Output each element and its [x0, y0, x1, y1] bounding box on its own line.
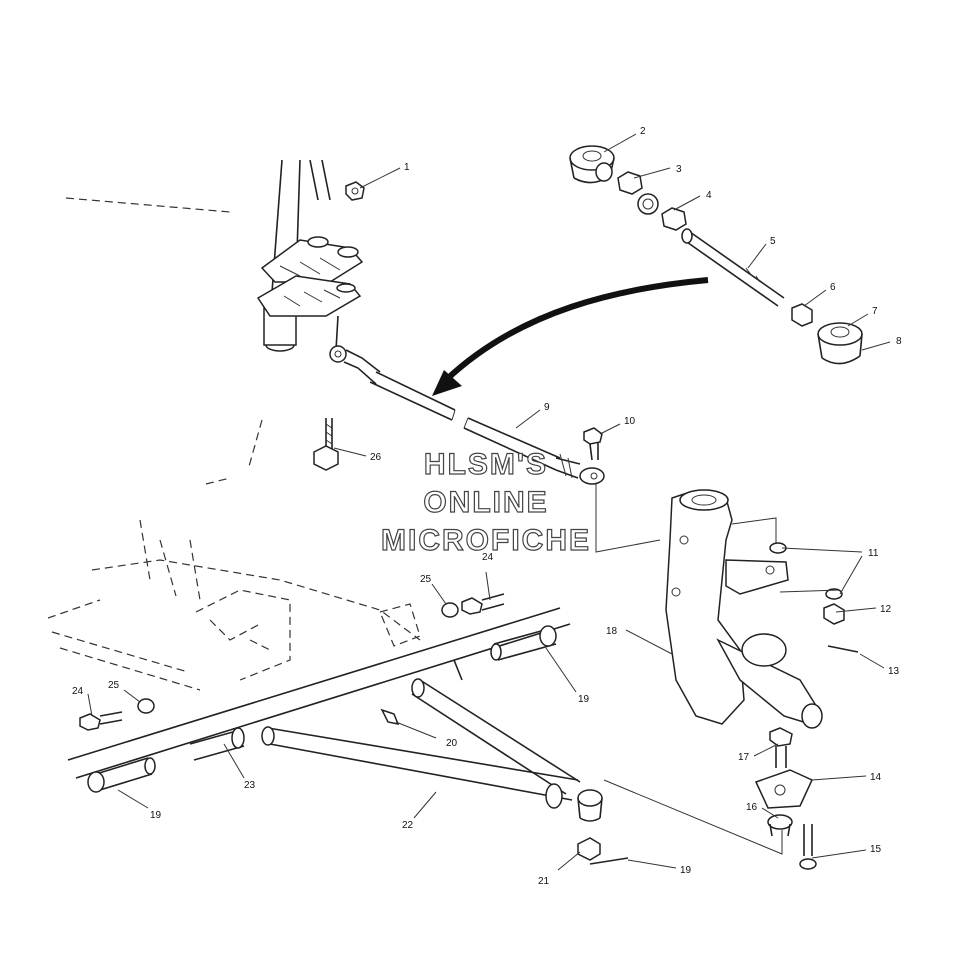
callout-21: 21: [538, 876, 550, 887]
bolt-26: [313, 418, 339, 471]
callout-19-lower: 19: [680, 865, 692, 876]
callout-9: 9: [544, 402, 550, 413]
bolt-24-front: [79, 711, 123, 731]
callout-16: 16: [746, 802, 758, 813]
callout-13: 13: [888, 666, 900, 677]
nut-6: [791, 303, 813, 327]
assembly-guide-lines: [595, 484, 841, 855]
callout-15: 15: [870, 844, 882, 855]
nut-1: [345, 181, 365, 201]
washer-25-rear: [441, 602, 459, 618]
callout-23: 23: [244, 780, 256, 791]
frame-outline: [47, 197, 421, 691]
callout-19-rear: 19: [578, 694, 590, 705]
callout-18: 18: [606, 626, 618, 637]
rod-end-7-8: [817, 322, 863, 365]
callout-5: 5: [770, 236, 776, 247]
assembly-arrow: [432, 277, 709, 396]
callout-2: 2: [640, 126, 646, 137]
washer-11: [769, 542, 843, 600]
callout-11: 11: [868, 548, 879, 559]
rod-end-2: [569, 145, 615, 184]
nut-12: [823, 603, 845, 625]
bolt-10: [583, 427, 603, 461]
callout-20: 20: [446, 738, 458, 749]
washer-25-front: [137, 698, 155, 714]
pitman-arm-plates: [256, 236, 364, 351]
rod-5: [681, 228, 785, 307]
a-arm-22: [67, 607, 581, 809]
callout-3: 3: [676, 164, 682, 175]
bushing-19-front: [87, 757, 156, 793]
watermark-line-1: HLSM'S: [424, 448, 548, 481]
callout-labels: 1 2 3 4 5 6 7 8 9 10 11 12 13 14 15 16 1…: [72, 126, 902, 887]
bolt-15: [799, 824, 817, 870]
steering-post: [263, 159, 331, 352]
callout-8: 8: [896, 336, 902, 347]
bushing-16: [767, 814, 793, 837]
callout-19-front: 19: [150, 810, 162, 821]
callout-24-rear: 24: [482, 552, 494, 563]
bolt-17: [769, 727, 793, 768]
watermark: HLSM'S ONLINE MICROFICHE: [380, 447, 591, 557]
callout-7: 7: [872, 306, 878, 317]
bushing-19-rear: [490, 625, 557, 661]
cotter-pin-13: [827, 645, 859, 653]
callout-26: 26: [370, 452, 382, 463]
bushing-23: [189, 727, 245, 761]
nut-4: [661, 207, 687, 231]
spindle-18: [665, 489, 823, 729]
callout-1: 1: [404, 162, 410, 173]
watermark-line-2: ONLINE: [423, 486, 548, 519]
cotter-pin-19-lower: [589, 857, 629, 865]
callout-10: 10: [624, 416, 636, 427]
watermark-line-3: MICROFICHE: [381, 524, 591, 557]
callout-14: 14: [870, 772, 882, 783]
plate-14: [754, 769, 813, 809]
callout-4: 4: [706, 190, 712, 201]
callout-12: 12: [880, 604, 892, 615]
callout-17: 17: [738, 752, 750, 763]
leader-lines: [87, 133, 891, 871]
callout-24-front: 24: [72, 686, 84, 697]
callout-6: 6: [830, 282, 836, 293]
grease-fitting-20: [380, 708, 400, 726]
bolt-24-rear: [461, 593, 505, 615]
ball-joint-21: [577, 789, 603, 861]
callout-25-front: 25: [108, 680, 120, 691]
callout-22: 22: [402, 820, 414, 831]
tie-rod-9: [329, 345, 605, 485]
jam-nut-3: [617, 171, 659, 215]
callout-25-rear: 25: [420, 574, 432, 585]
